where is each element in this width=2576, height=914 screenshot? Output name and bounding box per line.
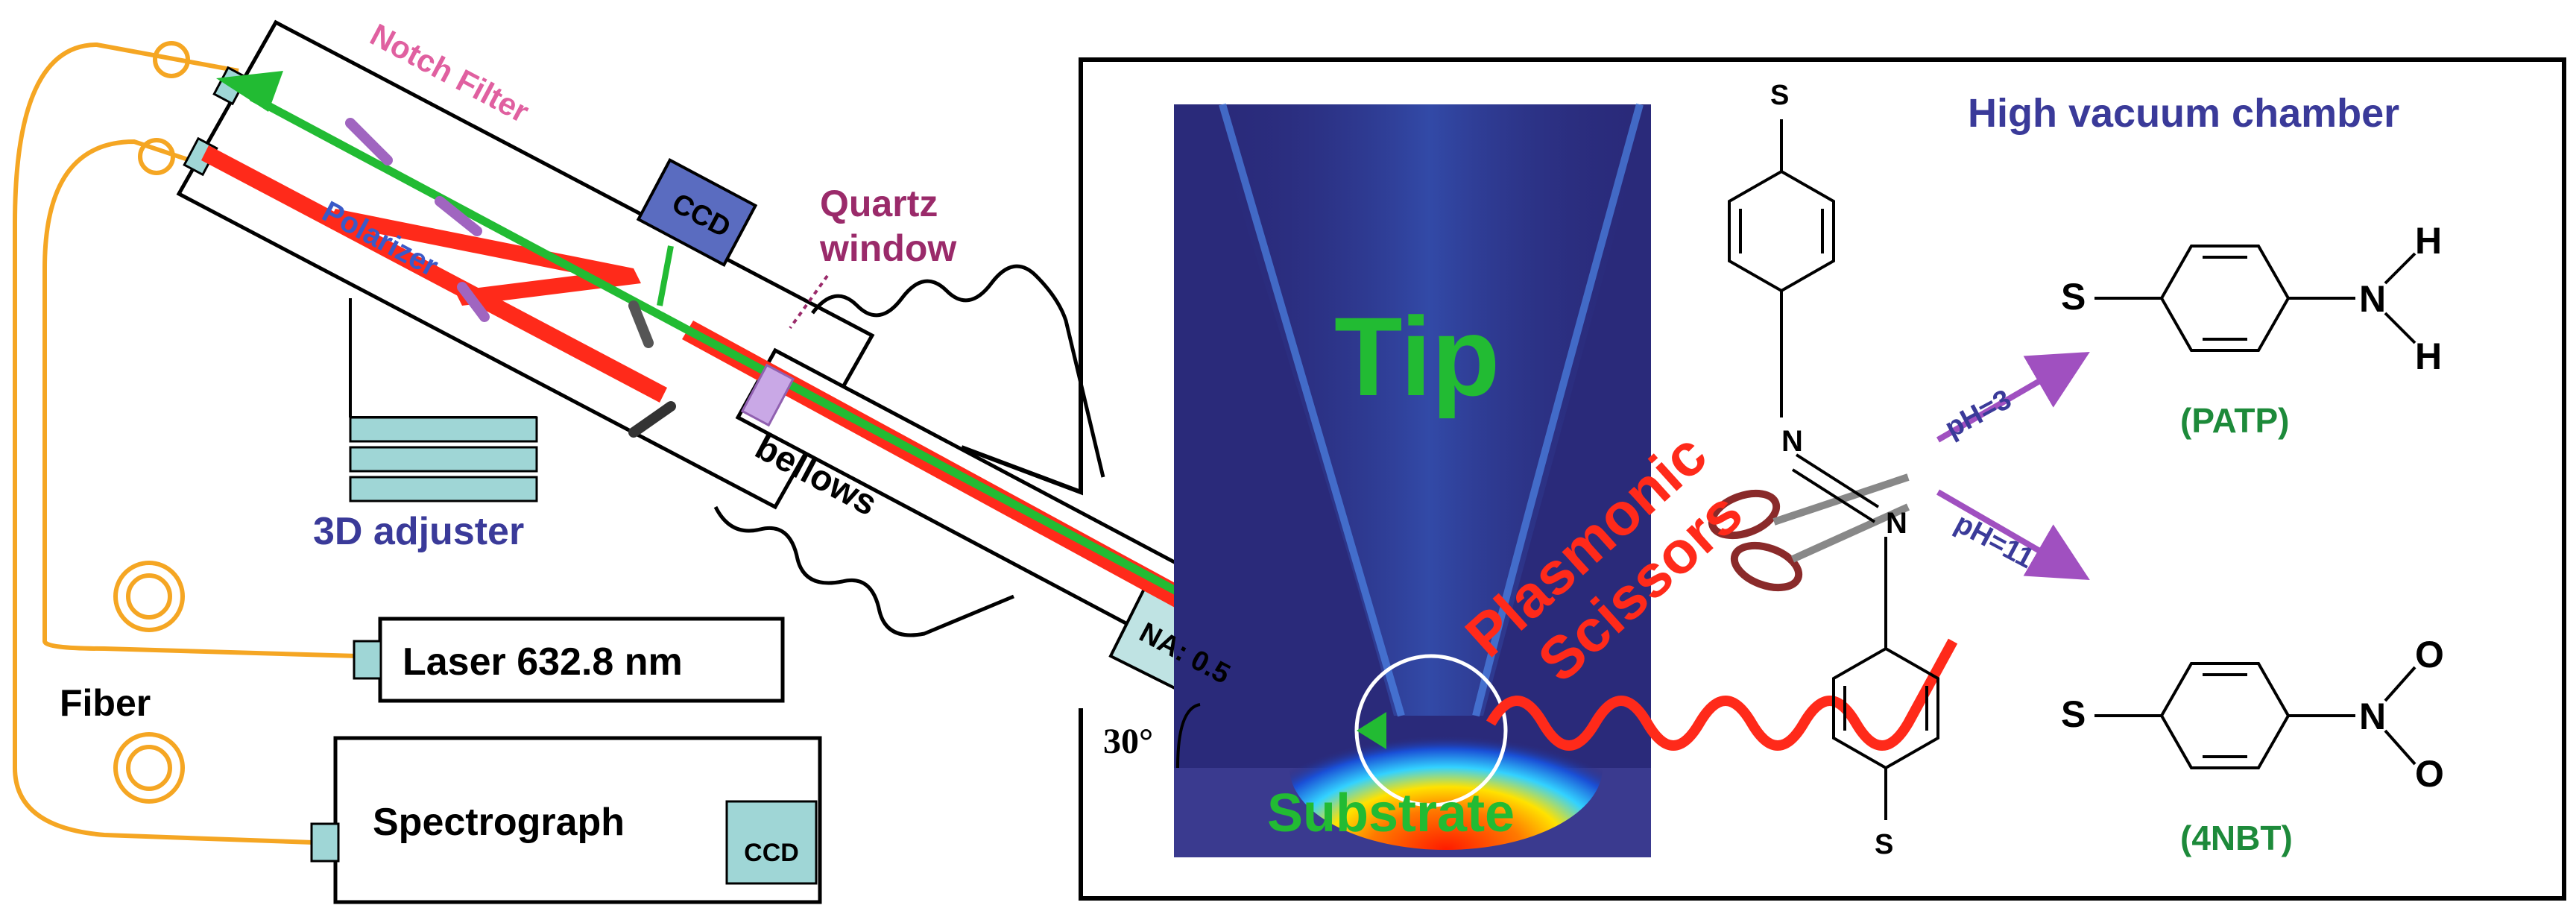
quartz-label-line1: Quartz xyxy=(820,183,938,224)
spectrograph-ccd-label: CCD xyxy=(744,839,799,867)
patp-sulfur: S xyxy=(2061,276,2086,318)
dmab-molecule xyxy=(1728,119,1939,820)
ph11-label: pH=11 xyxy=(1950,508,2039,575)
optical-elements xyxy=(345,118,795,438)
4nbt-sulfur: S xyxy=(2061,693,2086,735)
nitrogen-lower: N xyxy=(1886,507,1907,540)
patp-hydrogen-1: H xyxy=(2415,220,2442,262)
signal-beam xyxy=(216,71,1342,682)
laser-box: Laser 632.8 nm xyxy=(353,617,785,703)
4nbt-oxygen-2: O xyxy=(2415,753,2444,795)
quartz-label-line2: window xyxy=(819,227,956,269)
fiber-cable xyxy=(13,41,359,845)
bellows xyxy=(713,264,1105,637)
patp-hydrogen-2: H xyxy=(2415,335,2442,377)
fiber-label: Fiber xyxy=(60,682,151,724)
spectrograph-box: Spectrograph CCD xyxy=(310,736,822,904)
ccd-top: CCD xyxy=(636,158,758,306)
quartz-pointer xyxy=(789,274,829,330)
3d-adjuster xyxy=(349,298,538,502)
sulfur-top: S xyxy=(1770,80,1789,111)
4nbt-molecule xyxy=(2094,662,2416,769)
chamber-label: High vacuum chamber xyxy=(1968,91,2399,136)
spectrograph-label: Spectrograph xyxy=(373,801,625,844)
vacuum-chamber xyxy=(960,57,2566,901)
sulfur-bottom: S xyxy=(1875,829,1893,860)
patp-molecule xyxy=(2094,245,2416,352)
angle-marker: 30° xyxy=(1103,703,1201,769)
patp-nitrogen: N xyxy=(2359,278,2386,320)
substrate-label: Substrate xyxy=(1267,784,1515,843)
laser-label: Laser 632.8 nm xyxy=(402,640,683,684)
reaction-arrows xyxy=(1936,351,2090,581)
4nbt-nitrogen: N xyxy=(2359,696,2386,737)
patp-name: (PATP) xyxy=(2180,401,2290,440)
scissors-icon xyxy=(1708,473,1910,592)
4nbt-name: (4NBT) xyxy=(2180,819,2293,857)
angle-label: 30° xyxy=(1103,722,1153,761)
ph3-label: pH=3 xyxy=(1940,384,2017,444)
adjuster-label: 3D adjuster xyxy=(313,510,524,553)
tip-label: Tip xyxy=(1334,294,1500,419)
field-simulation-panel: Tip Substrate xyxy=(1174,103,1651,857)
4nbt-oxygen-1: O xyxy=(2415,634,2444,675)
nitrogen-upper: N xyxy=(1781,425,1803,458)
